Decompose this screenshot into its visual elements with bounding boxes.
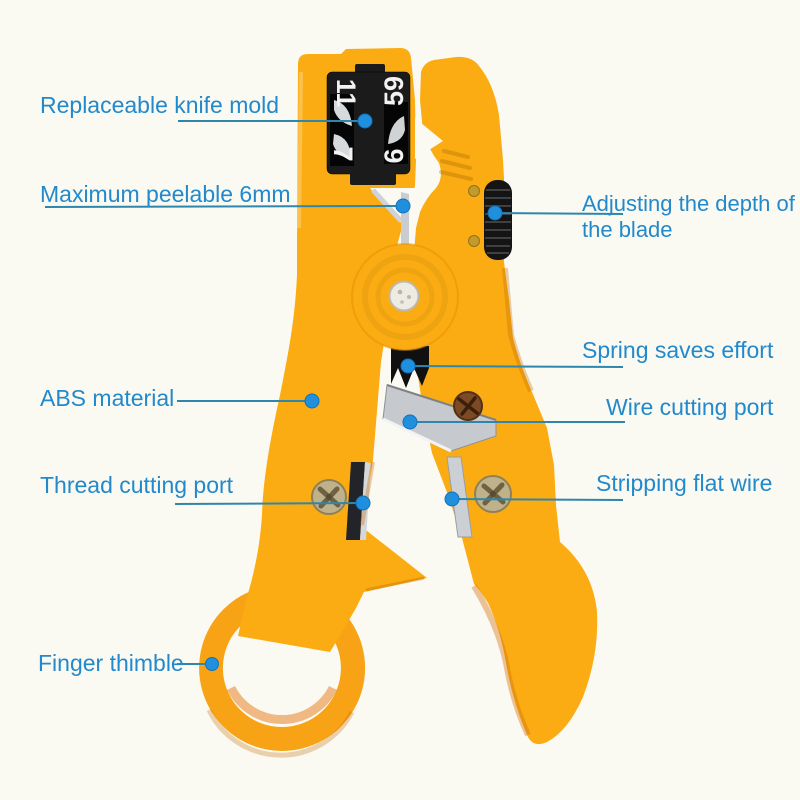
hook-inner-shadow (471, 584, 531, 737)
callout-leaders (44, 120, 625, 665)
mold-blade-left-2 (333, 134, 351, 160)
right-port-screw-center (490, 491, 496, 497)
tool-body: 11 59 7 6 (199, 48, 598, 758)
grip-ridges (439, 149, 473, 181)
wheel-screw-top (468, 185, 480, 197)
dot-abs-material (304, 393, 320, 409)
mold-blade-left-1 (334, 100, 352, 126)
label-thread-cutting-port: Thread cutting port (40, 472, 234, 498)
pivot-ring-shade-1 (362, 254, 448, 340)
finger-ring-outer-shadow (206, 708, 355, 758)
pivot-ring-shade-2 (375, 267, 435, 327)
wedge-shadow (365, 576, 425, 592)
tool-right-half (413, 56, 598, 745)
callout-dots (205, 113, 503, 671)
knife-mold-bottom-tab (350, 172, 396, 185)
dot-wire-cutting-port (402, 414, 418, 430)
dot-finger-thimble (205, 657, 219, 671)
mold-number-top-left: 11 (331, 79, 361, 108)
dot-maximum-peelable (395, 198, 411, 214)
left-edge-highlight (297, 71, 303, 229)
left-leg-inner-shadow (360, 461, 375, 526)
dot-replaceable-knife-mold (357, 113, 373, 129)
label-adjusting-depth: Adjusting the depth of the blade (582, 191, 795, 243)
mold-blade-right (388, 116, 405, 144)
label-replaceable-knife-mold: Replaceable knife mold (40, 92, 280, 118)
label-wire-cutting-port: Wire cutting port (606, 394, 774, 420)
finger-ring-inner-shadow (226, 685, 338, 724)
mold-number-bottom-right: 6 (379, 148, 409, 163)
dot-stripping-flat-wire (444, 491, 460, 507)
leader-maximum-peelable (44, 205, 404, 208)
leader-stripping-flat-wire (451, 498, 624, 501)
label-spring-saves-effort: Spring saves effort (582, 337, 774, 363)
adjusting-wheel-body (484, 180, 512, 260)
mold-number-top-right: 59 (379, 76, 409, 106)
leader-spring-saves-effort (407, 365, 624, 368)
leader-thread-cutting-port (174, 502, 364, 505)
pivot-screw (388, 280, 420, 312)
label-maximum-peelable: Maximum peelable 6mm (40, 181, 291, 207)
pivot-screw-speck-2 (407, 295, 411, 299)
label-finger-thimble: Finger thimble (38, 650, 184, 676)
blade-edge-highlight (382, 417, 452, 453)
right-edge-shadow (502, 267, 534, 393)
wheel-screw-bottom (468, 235, 480, 247)
left-port-screw-center (326, 494, 332, 500)
dot-thread-cutting-port (355, 495, 371, 511)
label-stripping-flat-wire: Stripping flat wire (596, 470, 773, 496)
jaw-gap (415, 118, 443, 159)
adjusting-wheel (468, 180, 512, 260)
flat-wire-strip-metal (446, 456, 473, 538)
bronze-screw-cross (457, 396, 479, 416)
dot-adjusting-depth (487, 205, 503, 221)
mold-number-bottom-left: 7 (328, 146, 358, 161)
thread-port-strip-dark (346, 462, 365, 540)
leader-adjusting-depth (494, 212, 624, 215)
pivot-screw-speck-1 (397, 289, 403, 295)
label-abs-material: ABS material (40, 385, 175, 411)
pivot-screw-speck-3 (400, 300, 404, 304)
dot-spring-saves-effort (400, 358, 416, 374)
